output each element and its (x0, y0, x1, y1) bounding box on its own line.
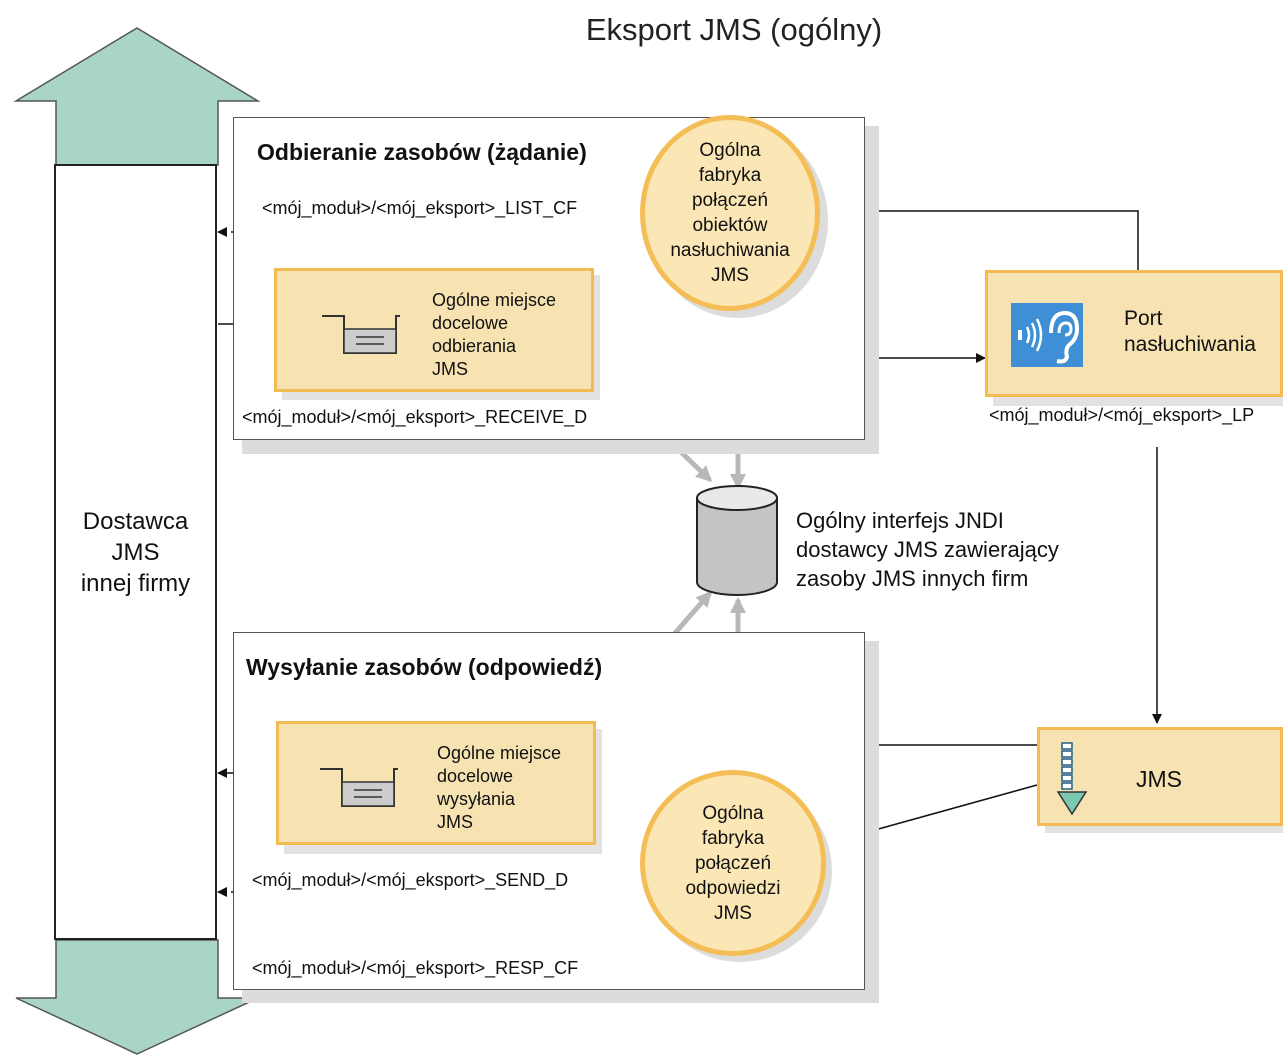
listener-factory-line2: fabryka (698, 165, 762, 186)
listener-port-line2: nasłuchiwania (1124, 333, 1256, 356)
jndi-label: Ogólny interfejs JNDI dostawcy JMS zawie… (796, 506, 1059, 593)
receive-dest-line3: odbierania (432, 336, 517, 356)
listener-port-label: <mój_moduł>/<mój_eksport>_LP (989, 405, 1255, 425)
response-connection-factory: Ogólna fabryka połączeń odpowiedzi JMS (640, 770, 826, 956)
send-dest-line3: wysyłania (437, 789, 516, 809)
listener-factory-line1: Ogólna (699, 140, 761, 161)
receive-section-title: Odbieranie zasobów (żądanie) (257, 139, 587, 165)
listener-connection-factory: Ogólna fabryka połączeń obiektów nasłuch… (640, 115, 820, 311)
provider-line1: Dostawca (82, 507, 189, 535)
provider-line2: JMS (111, 538, 160, 566)
listener-port-box: Port nasłuchiwania (985, 270, 1283, 397)
listener-port-text: Port nasłuchiwania (1124, 306, 1256, 358)
ear-listening-icon (1011, 303, 1083, 367)
receive-destination-box: Ogólne miejsce docelowe odbierania JMS (274, 268, 594, 392)
response-factory-line4: odpowiedzi (685, 877, 781, 899)
response-factory-line2: fabryka (701, 827, 765, 849)
provider-line3: innej firmy (80, 569, 191, 597)
jms-binding-label: JMS (1136, 766, 1182, 792)
send-destination-box: Ogólne miejsce docelowe wysyłania JMS (276, 721, 596, 845)
list-cf-label: <mój_moduł>/<mój_eksport>_LIST_CF (262, 198, 578, 218)
receive-dest-line2: docelowe (432, 313, 509, 333)
listener-factory-line6: JMS (710, 265, 749, 286)
queue-icon (322, 315, 400, 354)
send-dest-line2: docelowe (437, 766, 514, 786)
jms-binding-box: JMS (1037, 727, 1283, 826)
queue-icon (320, 768, 398, 807)
send-dest-line1: Ogólne miejsce (437, 743, 562, 763)
receive-destination-text: Ogólne miejsce docelowe odbierania JMS (432, 289, 556, 381)
queue-down-arrow-icon (1056, 742, 1088, 816)
jndi-line3: zasoby JMS innych firm (796, 566, 1029, 591)
listener-factory-line3: połączeń (691, 190, 769, 211)
diagram-title: Eksport JMS (ogólny) (585, 12, 883, 47)
response-factory-line5: JMS (713, 902, 752, 924)
receive-d-label: <mój_moduł>/<mój_eksport>_RECEIVE_D (242, 407, 588, 427)
jndi-database-icon (696, 485, 778, 596)
send-section-title: Wysyłanie zasobów (odpowiedź) (246, 654, 603, 680)
third-party-jms-provider: Dostawca JMS innej firmy (54, 164, 217, 940)
listener-factory-line5: nasłuchiwania (670, 240, 790, 261)
receive-dest-line1: Ogólne miejsce (432, 290, 557, 310)
port-to-list-cf-arrow (834, 206, 1139, 270)
send-dest-line4: JMS (437, 812, 473, 832)
send-destination-text: Ogólne miejsce docelowe wysyłania JMS (437, 742, 561, 834)
jndi-line2: dostawcy JMS zawierający (796, 537, 1059, 562)
response-factory-line1: Ogólna (702, 802, 764, 824)
resp-cf-label: <mój_moduł>/<mój_eksport>_RESP_CF (252, 958, 579, 978)
response-factory-line3: połączeń (694, 852, 772, 874)
listener-port-line1: Port (1124, 307, 1163, 330)
send-d-label: <mój_moduł>/<mój_eksport>_SEND_D (252, 870, 569, 890)
jndi-line1: Ogólny interfejs JNDI (796, 508, 1004, 533)
receive-dest-line4: JMS (432, 359, 468, 379)
listener-factory-line4: obiektów (692, 215, 768, 236)
